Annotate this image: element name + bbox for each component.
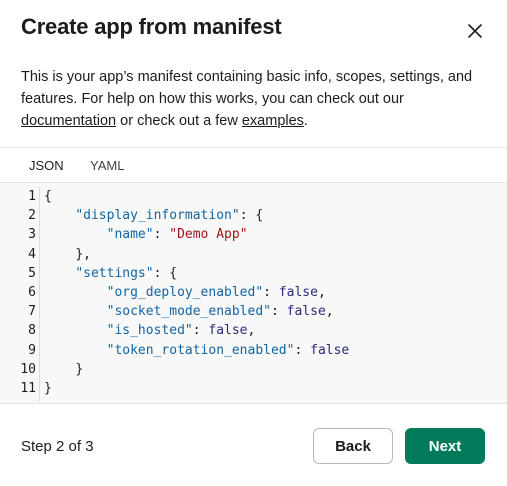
- close-icon: [467, 23, 483, 44]
- code-line: 7 "socket_mode_enabled": false,: [0, 302, 507, 321]
- code-sep: :: [271, 304, 287, 320]
- code-text: "token_rotation_enabled": false: [44, 342, 350, 358]
- code-line: 8 "is_hosted": false,: [0, 321, 507, 340]
- back-button[interactable]: Back: [313, 428, 393, 464]
- code-line: 4 },: [0, 245, 507, 264]
- code-line: 10 }: [0, 360, 507, 379]
- line-number: 1: [28, 189, 36, 204]
- close-button[interactable]: [462, 20, 488, 46]
- code-sep: :: [239, 208, 256, 224]
- code-tail: ,: [325, 304, 334, 320]
- code-key: "settings": [75, 265, 154, 281]
- code-text: "is_hosted": false,: [44, 323, 256, 339]
- code-key: "token_rotation_enabled": [106, 342, 295, 358]
- next-button[interactable]: Next: [405, 428, 485, 464]
- code-line: 5 "settings": {: [0, 264, 507, 283]
- code-line: 2 "display_information": {: [0, 206, 507, 225]
- line-number: 2: [28, 208, 36, 224]
- code-line: 9 "token_rotation_enabled": false: [0, 341, 507, 360]
- code-tail: ,: [247, 323, 256, 339]
- code-indent: [44, 323, 107, 338]
- code-tail: },: [75, 246, 91, 262]
- code-text: "display_information": {: [44, 208, 263, 223]
- code-tail: {: [44, 189, 52, 204]
- code-key: "org_deploy_enabled": [106, 285, 264, 300]
- line-number: 8: [28, 323, 36, 339]
- code-key: "name": [106, 227, 154, 243]
- code-text: },: [44, 247, 91, 262]
- code-indent: [44, 227, 107, 242]
- code-sep: :: [263, 285, 279, 300]
- code-value: false: [286, 304, 326, 320]
- line-number: 9: [28, 342, 36, 358]
- code-text: {: [44, 189, 52, 204]
- code-line: 11}: [0, 379, 507, 398]
- manifest-code-editor[interactable]: 1{2 "display_information": {3 "name": "D…: [0, 183, 507, 404]
- code-sep: :: [153, 265, 170, 281]
- dialog-footer: Step 2 of 3 Back Next: [0, 404, 507, 486]
- description-text-1: This is your app’s manifest containing b…: [21, 69, 473, 107]
- code-tail: }: [44, 381, 52, 396]
- tab-yaml[interactable]: YAML: [90, 158, 125, 173]
- code-text: "settings": {: [44, 266, 177, 281]
- code-indent: [44, 343, 107, 358]
- code-indent: [44, 266, 75, 281]
- dialog-description: This is your app’s manifest containing b…: [21, 66, 486, 132]
- code-value: false: [278, 285, 318, 300]
- code-indent: [44, 304, 107, 319]
- code-key: "display_information": [75, 208, 240, 224]
- description-text-2: or check out a few: [116, 113, 242, 129]
- code-text: "org_deploy_enabled": false,: [44, 285, 326, 300]
- examples-link[interactable]: examples: [241, 113, 304, 129]
- step-indicator: Step 2 of 3: [21, 438, 94, 455]
- line-number: 5: [28, 265, 36, 281]
- dialog-title: Create app from manifest: [21, 14, 282, 39]
- code-indent: [44, 208, 75, 223]
- code-key: "is_hosted": [106, 323, 193, 339]
- format-tabs: JSON YAML: [0, 147, 507, 185]
- code-indent: [44, 285, 107, 300]
- line-number: 11: [20, 381, 36, 396]
- code-indent: [44, 247, 75, 262]
- code-tail: ,: [317, 285, 326, 300]
- code-tail: }: [75, 361, 84, 377]
- documentation-link[interactable]: documentation: [21, 113, 117, 129]
- tab-json[interactable]: JSON: [28, 158, 65, 185]
- code-text: }: [44, 381, 52, 396]
- code-value: false: [310, 342, 350, 358]
- code-text: }: [44, 362, 83, 377]
- code-text: "socket_mode_enabled": false,: [44, 304, 334, 319]
- line-number: 3: [28, 227, 36, 243]
- code-indent: [44, 362, 75, 377]
- code-sep: :: [153, 227, 170, 243]
- line-number: 4: [28, 246, 36, 262]
- code-sep: :: [192, 323, 209, 339]
- code-key: "socket_mode_enabled": [106, 304, 271, 320]
- gutter-divider: [39, 187, 40, 401]
- description-text-3: .: [303, 113, 308, 129]
- line-number: 7: [28, 304, 36, 320]
- code-line: 6 "org_deploy_enabled": false,: [0, 283, 507, 302]
- code-line: 3 "name": "Demo App": [0, 225, 507, 244]
- code-value: "Demo App": [169, 227, 248, 243]
- code-value: false: [208, 323, 248, 339]
- line-number: 6: [28, 285, 36, 300]
- code-tail: {: [255, 208, 264, 224]
- code-line: 1{: [0, 187, 507, 206]
- code-sep: :: [294, 342, 311, 358]
- line-number: 10: [20, 361, 36, 377]
- code-tail: {: [169, 265, 178, 281]
- code-text: "name": "Demo App": [44, 227, 248, 242]
